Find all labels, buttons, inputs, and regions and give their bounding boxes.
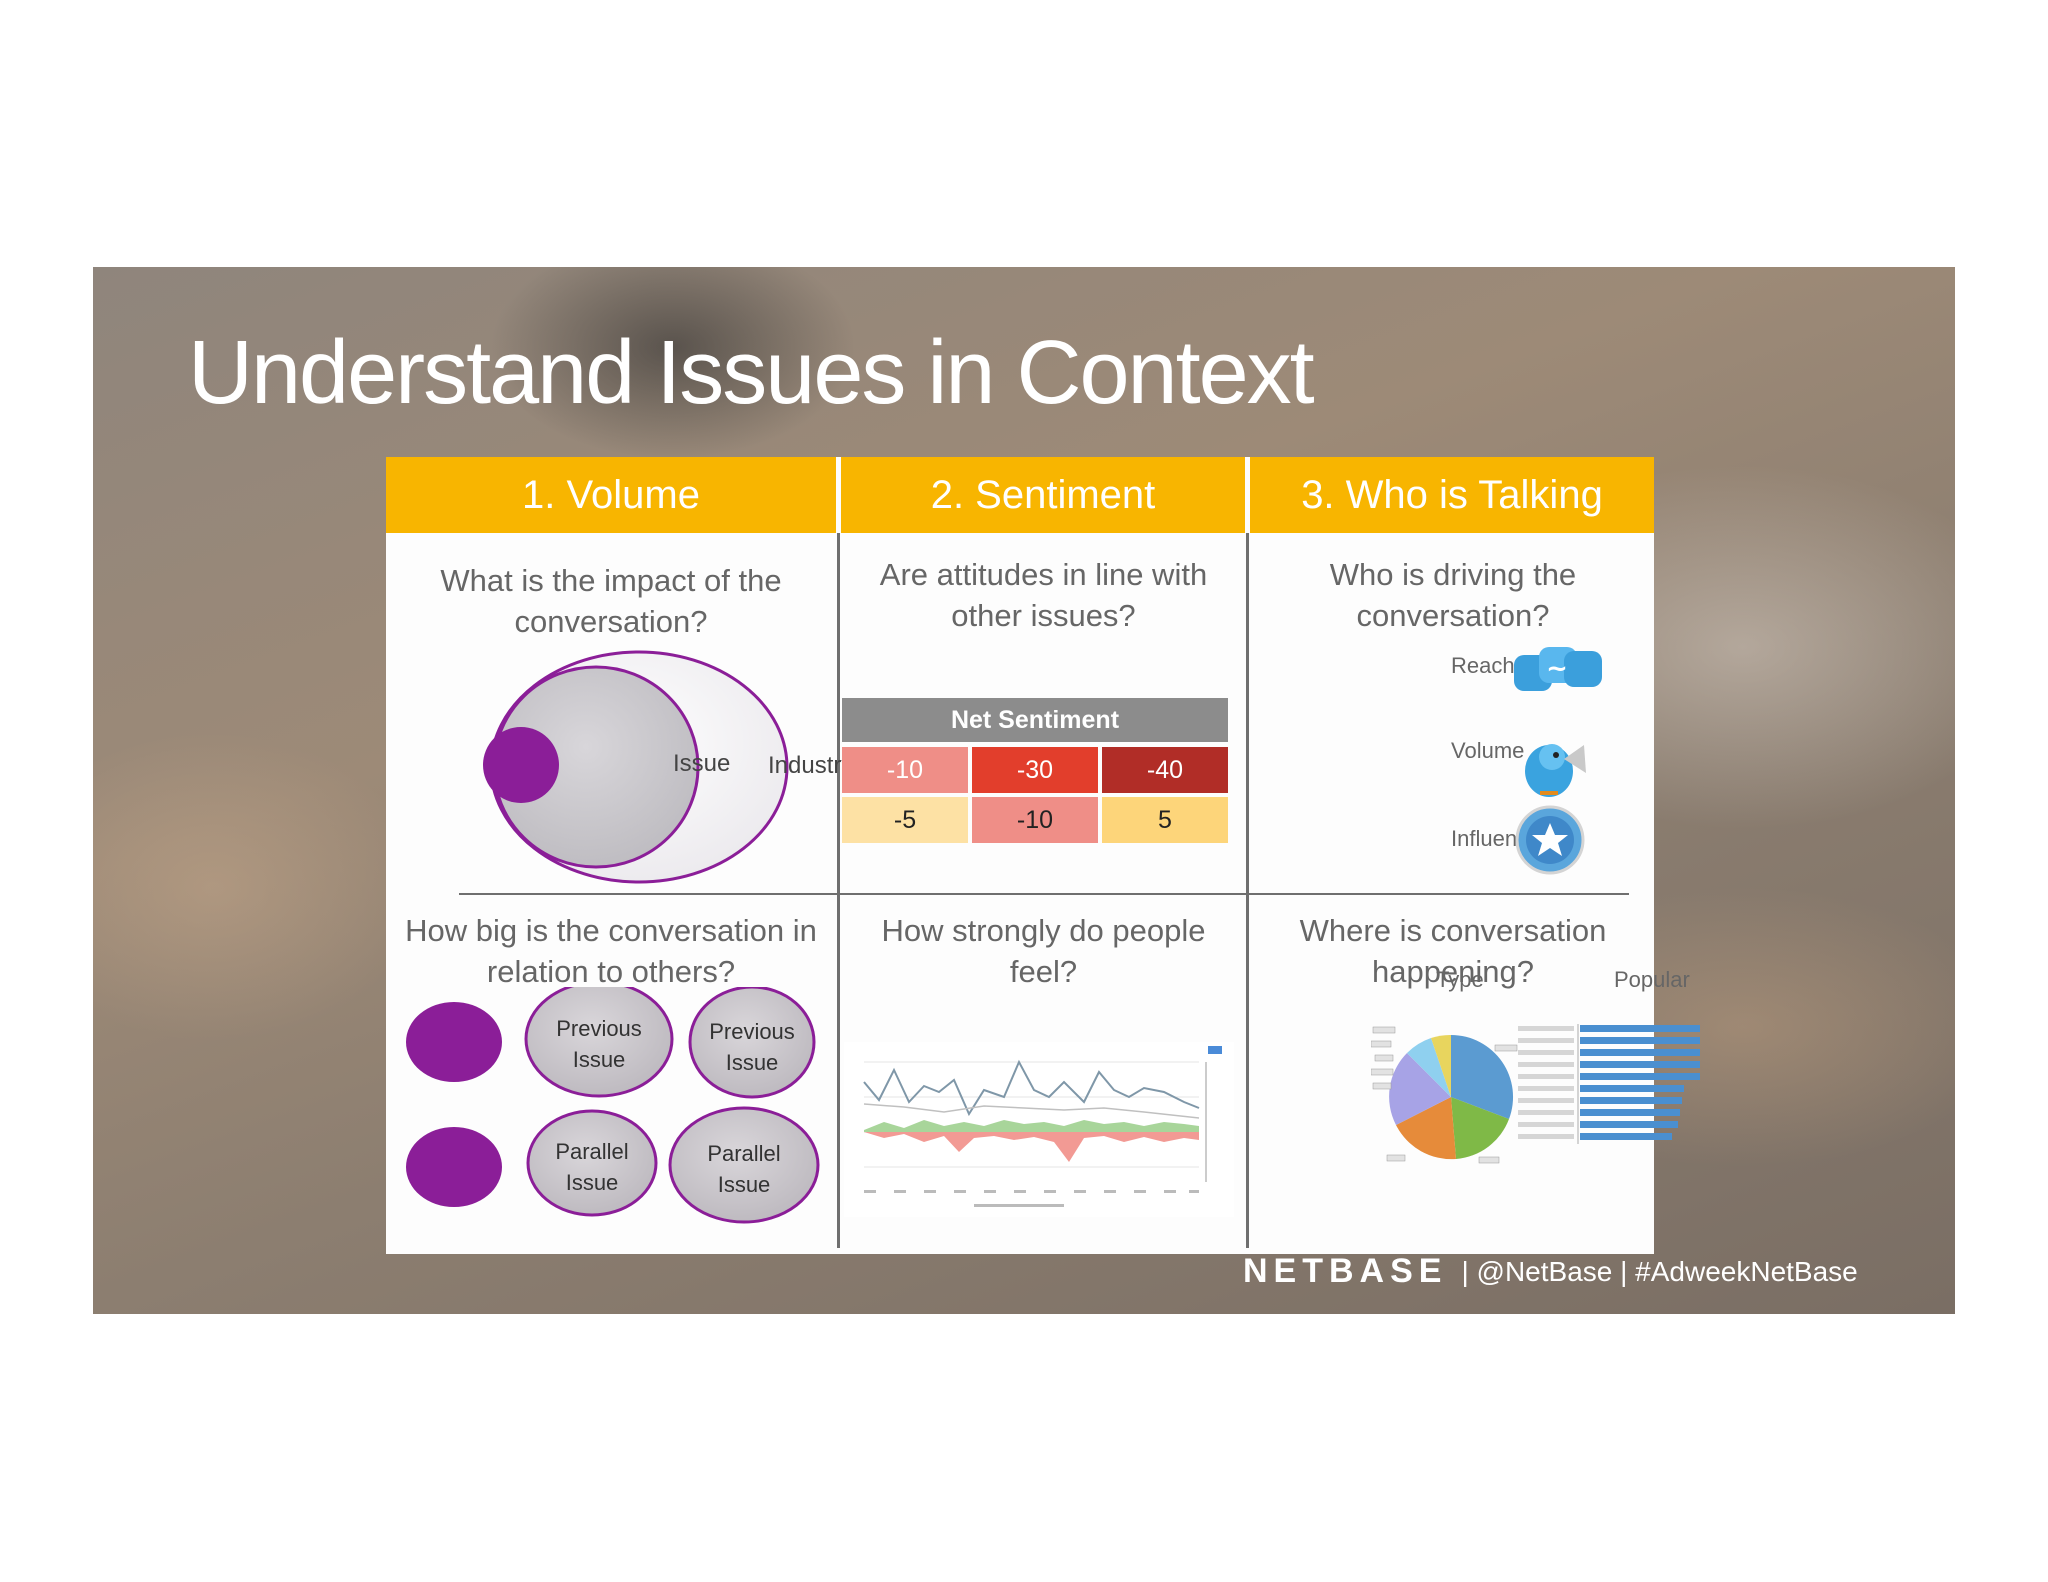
topic-bubble [406, 1002, 502, 1082]
divider [1246, 533, 1249, 1248]
label-industry: Industry [768, 752, 854, 779]
slide-title: Understand Issues in Context [188, 323, 1315, 423]
question-impact: What is the impact of the conversation? [440, 563, 782, 639]
question-driving: Who is driving the conversation? [1329, 557, 1577, 633]
header-volume: 1. Volume [386, 457, 836, 533]
twitter-birds-icon: ~ [1514, 647, 1602, 691]
star-badge-icon [1515, 805, 1585, 875]
metric-reach: Reach [1451, 653, 1515, 678]
netbase-logo: NETBASE [1243, 1252, 1448, 1290]
metric-volume: Volume [1451, 738, 1525, 763]
divider [837, 533, 840, 1248]
topic-circle [483, 727, 559, 803]
parallel-issue-bubble [526, 1109, 658, 1217]
sentiment-cell: -10 [972, 797, 1098, 843]
divider [459, 893, 1629, 895]
sentiment-trend-thumbnail [844, 1042, 1234, 1217]
twitter-megaphone-icon [1525, 744, 1586, 797]
previous-issue-bubble [688, 987, 816, 1099]
header-who-is-talking: 3. Who is Talking [1250, 457, 1654, 533]
footer: NETBASE | @NetBase | #AdweekNetBase [1243, 1252, 1858, 1291]
topic-bubble [406, 1127, 502, 1207]
previous-issue-bubble [524, 987, 674, 1098]
popular-bar-thumbnail [1518, 1024, 1700, 1144]
parallel-issue-bubble [668, 1106, 820, 1224]
bubble-label: Parallel Issue [707, 1141, 781, 1197]
net-sentiment-title: Net Sentiment [842, 698, 1228, 742]
slide: Understand Issues in Context 1. Volume 2… [93, 267, 1955, 1314]
svg-text:~: ~ [1546, 654, 1568, 684]
sentiment-cell: -40 [1102, 747, 1228, 793]
footer-handles: | @NetBase | #AdweekNetBase [1461, 1255, 1858, 1287]
content-panel: 1. Volume 2. Sentiment 3. Who is Talking… [386, 457, 1700, 1254]
header-sentiment: 2. Sentiment [841, 457, 1245, 533]
question-size: How big is the conversation in relation … [405, 913, 817, 989]
label-type: Type [1436, 967, 1484, 992]
bubble-label: Parallel Issue [555, 1139, 629, 1195]
label-popular: Popular [1614, 967, 1690, 992]
question-attitudes: Are attitudes in line with other issues? [879, 557, 1208, 633]
sentiment-cell: -5 [842, 797, 968, 843]
sentiment-cell: -10 [842, 747, 968, 793]
question-strength: How strongly do people feel? [881, 913, 1206, 989]
bubble-label: Previous Issue [556, 1016, 642, 1072]
type-pie-thumbnail [1371, 1026, 1518, 1164]
question-where: Where is conversation happening? [1299, 913, 1607, 989]
issue-industry-venn [483, 650, 789, 884]
sentiment-cell: -30 [972, 747, 1098, 793]
bubble-comparison [406, 987, 820, 1224]
bubble-label: Previous Issue [709, 1019, 795, 1075]
label-issue: Issue [673, 750, 731, 777]
sentiment-cell: 5 [1102, 797, 1228, 843]
